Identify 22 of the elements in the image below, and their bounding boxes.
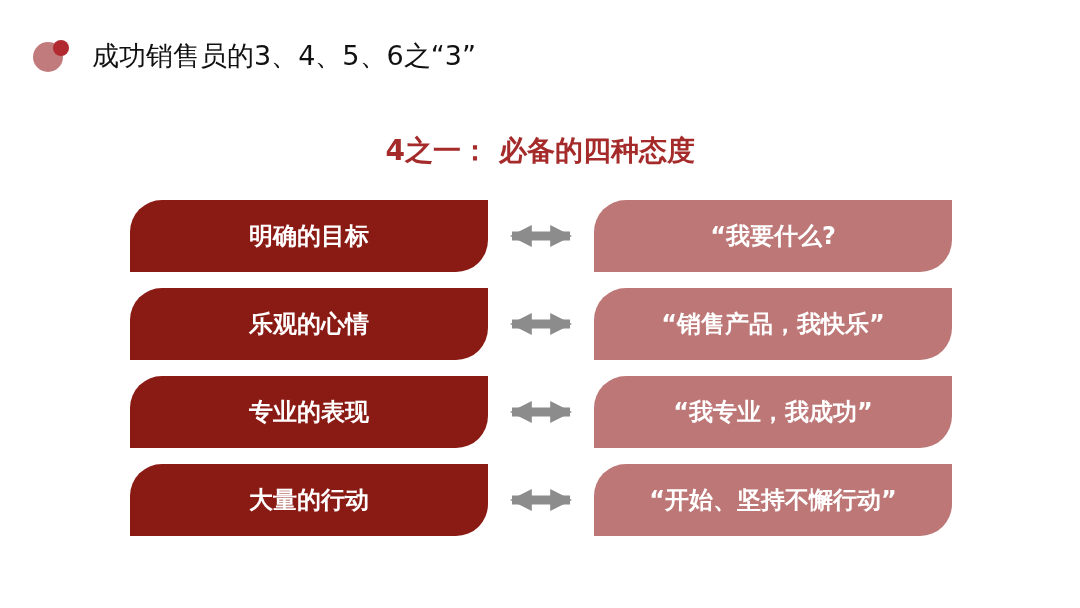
attitude-box xyxy=(130,376,488,448)
attitude-box xyxy=(130,464,488,536)
double-arrow xyxy=(509,401,573,423)
section-heading: 4之一： 必备的四种态度 xyxy=(385,134,695,167)
double-arrow xyxy=(509,225,573,247)
box-text: “我专业，我成功” xyxy=(673,397,873,428)
box-text: 专业的表现 xyxy=(249,397,369,428)
box-text: 大量的行动 xyxy=(249,485,369,516)
attitude-box xyxy=(130,200,488,272)
box-text: 明确的目标 xyxy=(249,221,369,252)
slide-title: 成功销售员的3、4、5、6之“3” xyxy=(92,39,476,73)
motto-box xyxy=(594,376,952,448)
double-arrow xyxy=(509,313,573,335)
box-text: 乐观的心情 xyxy=(249,309,369,340)
motto-box xyxy=(594,288,952,360)
box-text: “销售产品，我快乐” xyxy=(661,309,885,340)
box-text: “开始、坚持不懈行动” xyxy=(649,485,897,516)
attitude-box xyxy=(130,288,488,360)
motto-box xyxy=(594,464,952,536)
motto-box xyxy=(594,200,952,272)
double-arrow xyxy=(509,489,573,511)
box-text: “我要什么? xyxy=(710,221,836,252)
